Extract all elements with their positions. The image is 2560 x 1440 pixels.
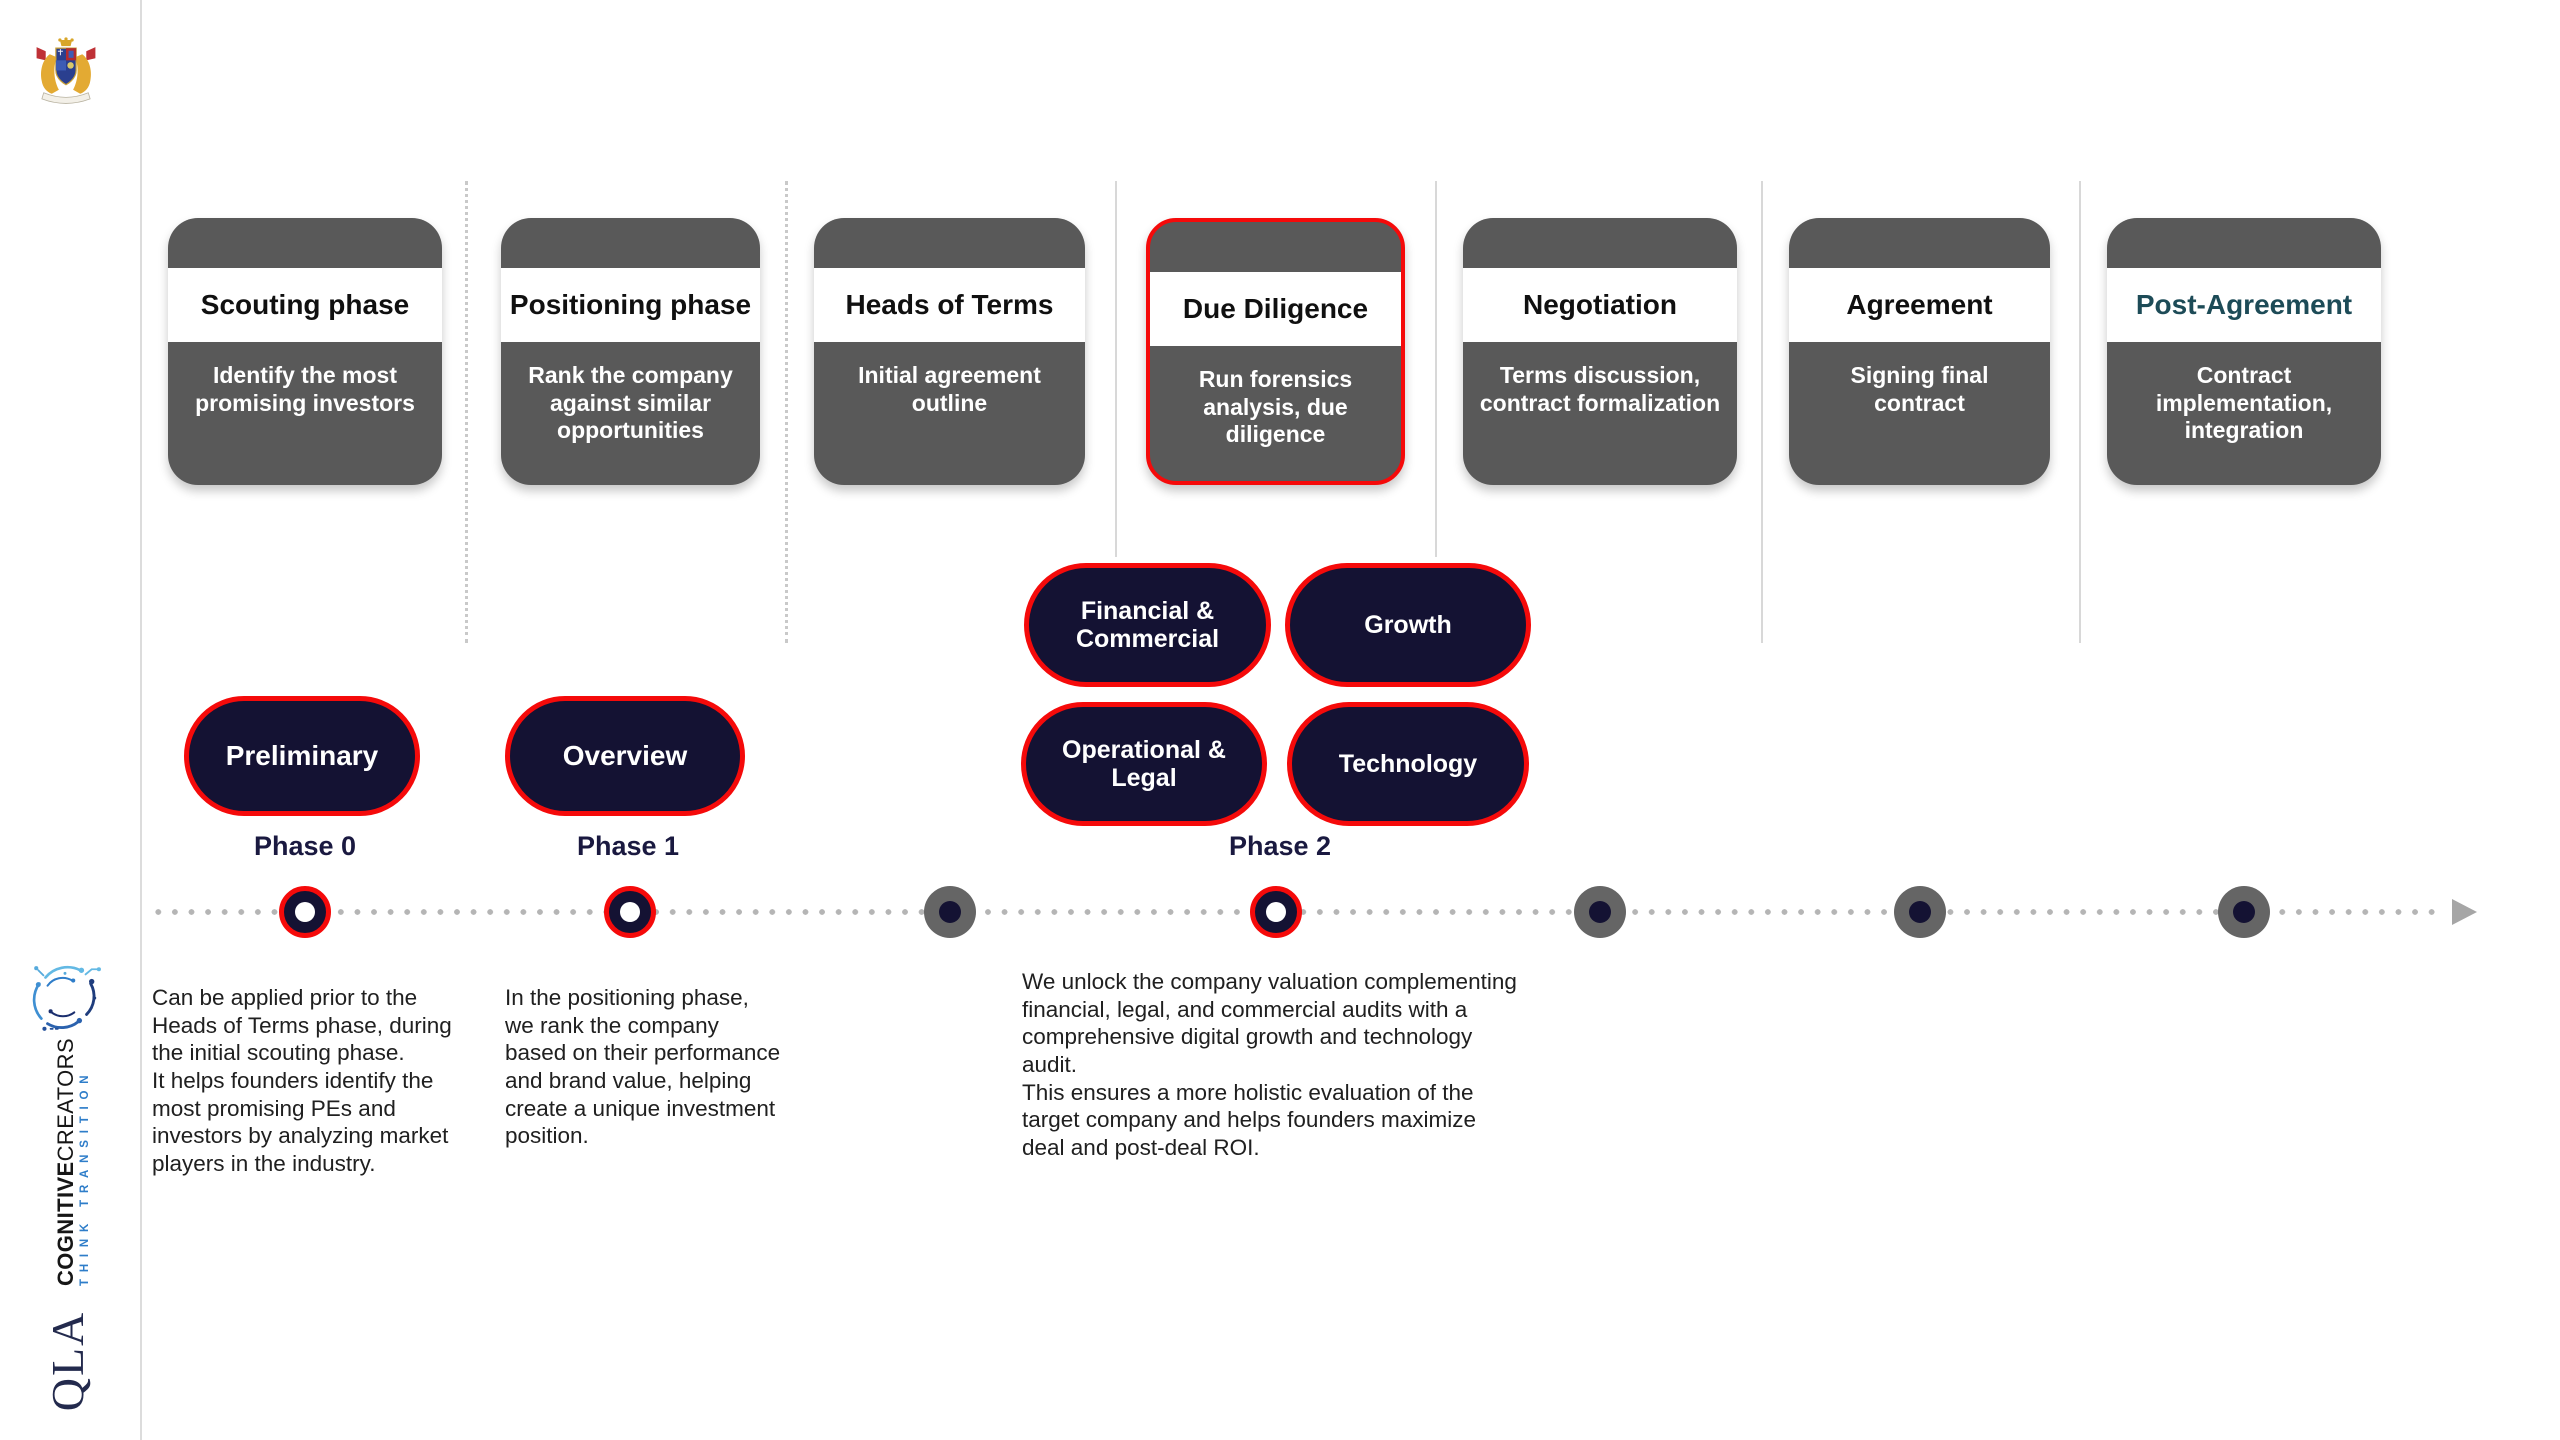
- card-title: Due Diligence: [1150, 272, 1401, 346]
- wordmark-tagline: THINK TRANSITION: [79, 1068, 91, 1286]
- card-title: Positioning phase: [501, 268, 760, 342]
- crest-crown: [59, 40, 73, 47]
- royal-crest-logo: [36, 37, 96, 104]
- pill-overview: Overview: [505, 696, 745, 816]
- card-description: Contract implementation, integration: [2155, 362, 2333, 444]
- timeline-marker-phase-2: [1250, 886, 1302, 938]
- note-overview: In the positioning phase, we rank the co…: [505, 985, 781, 1149]
- card-top-band: [814, 218, 1085, 268]
- card-top-band: [168, 218, 442, 268]
- column-divider-dotted-1: [465, 181, 468, 643]
- pill-technology: Technology: [1287, 702, 1529, 826]
- pill-operational-legal: Operational & Legal: [1021, 702, 1267, 826]
- timeline-marker-post-agreement: [2218, 886, 2270, 938]
- marker-core: [939, 901, 961, 923]
- card-title: Negotiation: [1463, 268, 1737, 342]
- marker-core: [1909, 901, 1931, 923]
- crest-lion-left: [41, 54, 59, 94]
- card-top-band: [1463, 218, 1737, 268]
- stage-card-due-diligence: Due Diligence Run forensics analysis, du…: [1146, 218, 1405, 485]
- stage-card-heads-of-terms: Heads of Terms Initial agreement outline: [814, 218, 1085, 485]
- stage-card-scouting: Scouting phase Identify the most promisi…: [168, 218, 442, 485]
- column-divider-5: [1761, 181, 1763, 643]
- wordmark-line: COGNITIVECREATORS: [53, 1038, 78, 1286]
- cognitive-circle-logo: [32, 965, 101, 1031]
- wordmark-bold: COGNITIVE: [53, 1161, 78, 1286]
- column-divider-dotted-2: [785, 181, 788, 643]
- wordmark-light: CREATORS: [53, 1037, 78, 1162]
- marker-core: [1589, 901, 1611, 923]
- card-description: Rank the company against similar opportu…: [528, 362, 733, 444]
- marker-core: [2233, 901, 2255, 923]
- stage-card-negotiation: Negotiation Terms discussion, contract f…: [1463, 218, 1737, 485]
- crest-ribbon: [41, 92, 91, 104]
- sidebar-divider-line: [140, 0, 142, 1440]
- card-title: Agreement: [1789, 268, 2050, 342]
- column-divider-6: [2079, 181, 2081, 643]
- pill-preliminary: Preliminary: [184, 696, 420, 816]
- timeline-marker-phase-0: [279, 886, 331, 938]
- column-divider-4: [1435, 181, 1437, 557]
- card-top-band: [1789, 218, 2050, 268]
- phase-2-label: Phase 2: [1228, 831, 1332, 861]
- timeline-marker-heads-of-terms: [924, 886, 976, 938]
- crest-flag-left: [36, 47, 46, 61]
- pill-financial-commercial: Financial & Commercial: [1024, 563, 1271, 687]
- stage-card-positioning: Positioning phase Rank the company again…: [501, 218, 760, 485]
- phase-0-label: Phase 0: [253, 831, 357, 861]
- card-top-band: [2107, 218, 2381, 268]
- card-title: Heads of Terms: [814, 268, 1085, 342]
- card-description: Identify the most promising investors: [195, 362, 415, 416]
- card-description: Run forensics analysis, due diligence: [1198, 366, 1353, 448]
- note-phase-2: We unlock the company valuation compleme…: [1022, 969, 1517, 1161]
- marker-core: [1266, 902, 1286, 922]
- stage-card-post-agreement: Post-Agreement Contract implementation, …: [2107, 218, 2381, 485]
- timeline-marker-phase-1: [604, 886, 656, 938]
- timeline-marker-negotiation: [1574, 886, 1626, 938]
- crest-lion-right: [73, 54, 91, 94]
- card-top-band: [501, 218, 760, 268]
- pill-growth: Growth: [1285, 563, 1531, 687]
- timeline-arrow-icon: [2452, 899, 2477, 925]
- card-description: Initial agreement outline: [858, 362, 1041, 416]
- crest-flag-right: [86, 47, 96, 61]
- phase-1-label: Phase 1: [576, 831, 680, 861]
- column-divider-3: [1115, 181, 1117, 557]
- card-title: Scouting phase: [168, 268, 442, 342]
- marker-core: [620, 902, 640, 922]
- card-description: Terms discussion, contract formalization: [1479, 362, 1721, 416]
- marker-core: [295, 902, 315, 922]
- cognitivecreators-wordmark: COGNITIVECREATORS THINK TRANSITION: [53, 1038, 93, 1286]
- note-preliminary: Can be applied prior to the Heads of Ter…: [152, 985, 452, 1177]
- card-top-band: [1150, 222, 1401, 272]
- card-description: Signing final contract: [1850, 362, 1989, 416]
- card-title: Post-Agreement: [2107, 268, 2381, 342]
- timeline-marker-agreement: [1894, 886, 1946, 938]
- stage-card-agreement: Agreement Signing final contract: [1789, 218, 2050, 485]
- qla-monogram: QLA: [42, 1310, 93, 1412]
